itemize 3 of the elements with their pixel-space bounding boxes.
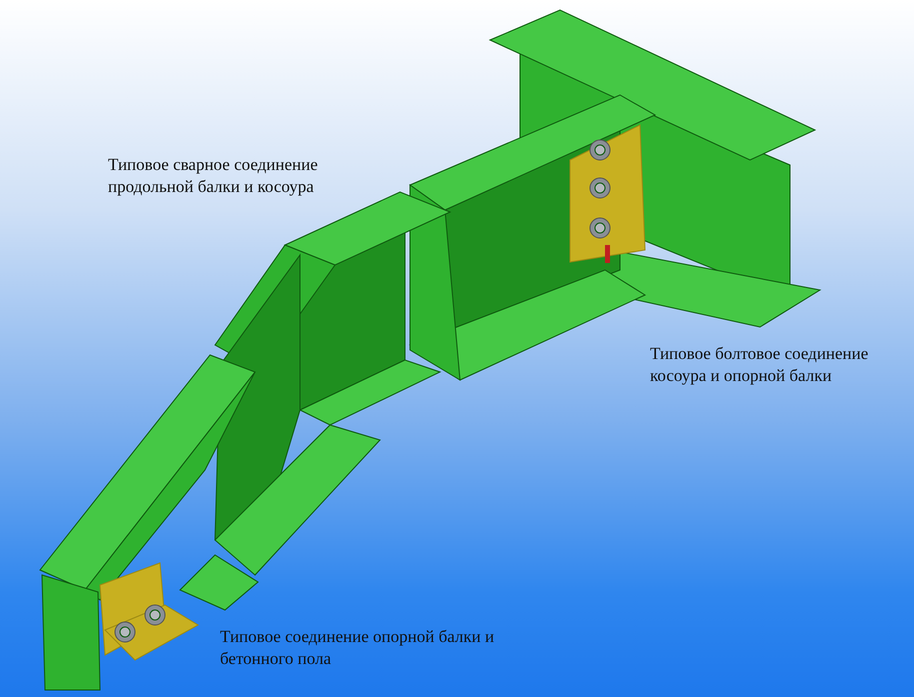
callout-text: Типовое болтовое соединение косоура и опорной балки xyxy=(650,343,870,387)
callout-text: Типовое сварное соединение продольной балки и косоура xyxy=(108,154,319,198)
callout-text: Типовое соединение опорной балки и бетонного пола xyxy=(220,626,495,670)
